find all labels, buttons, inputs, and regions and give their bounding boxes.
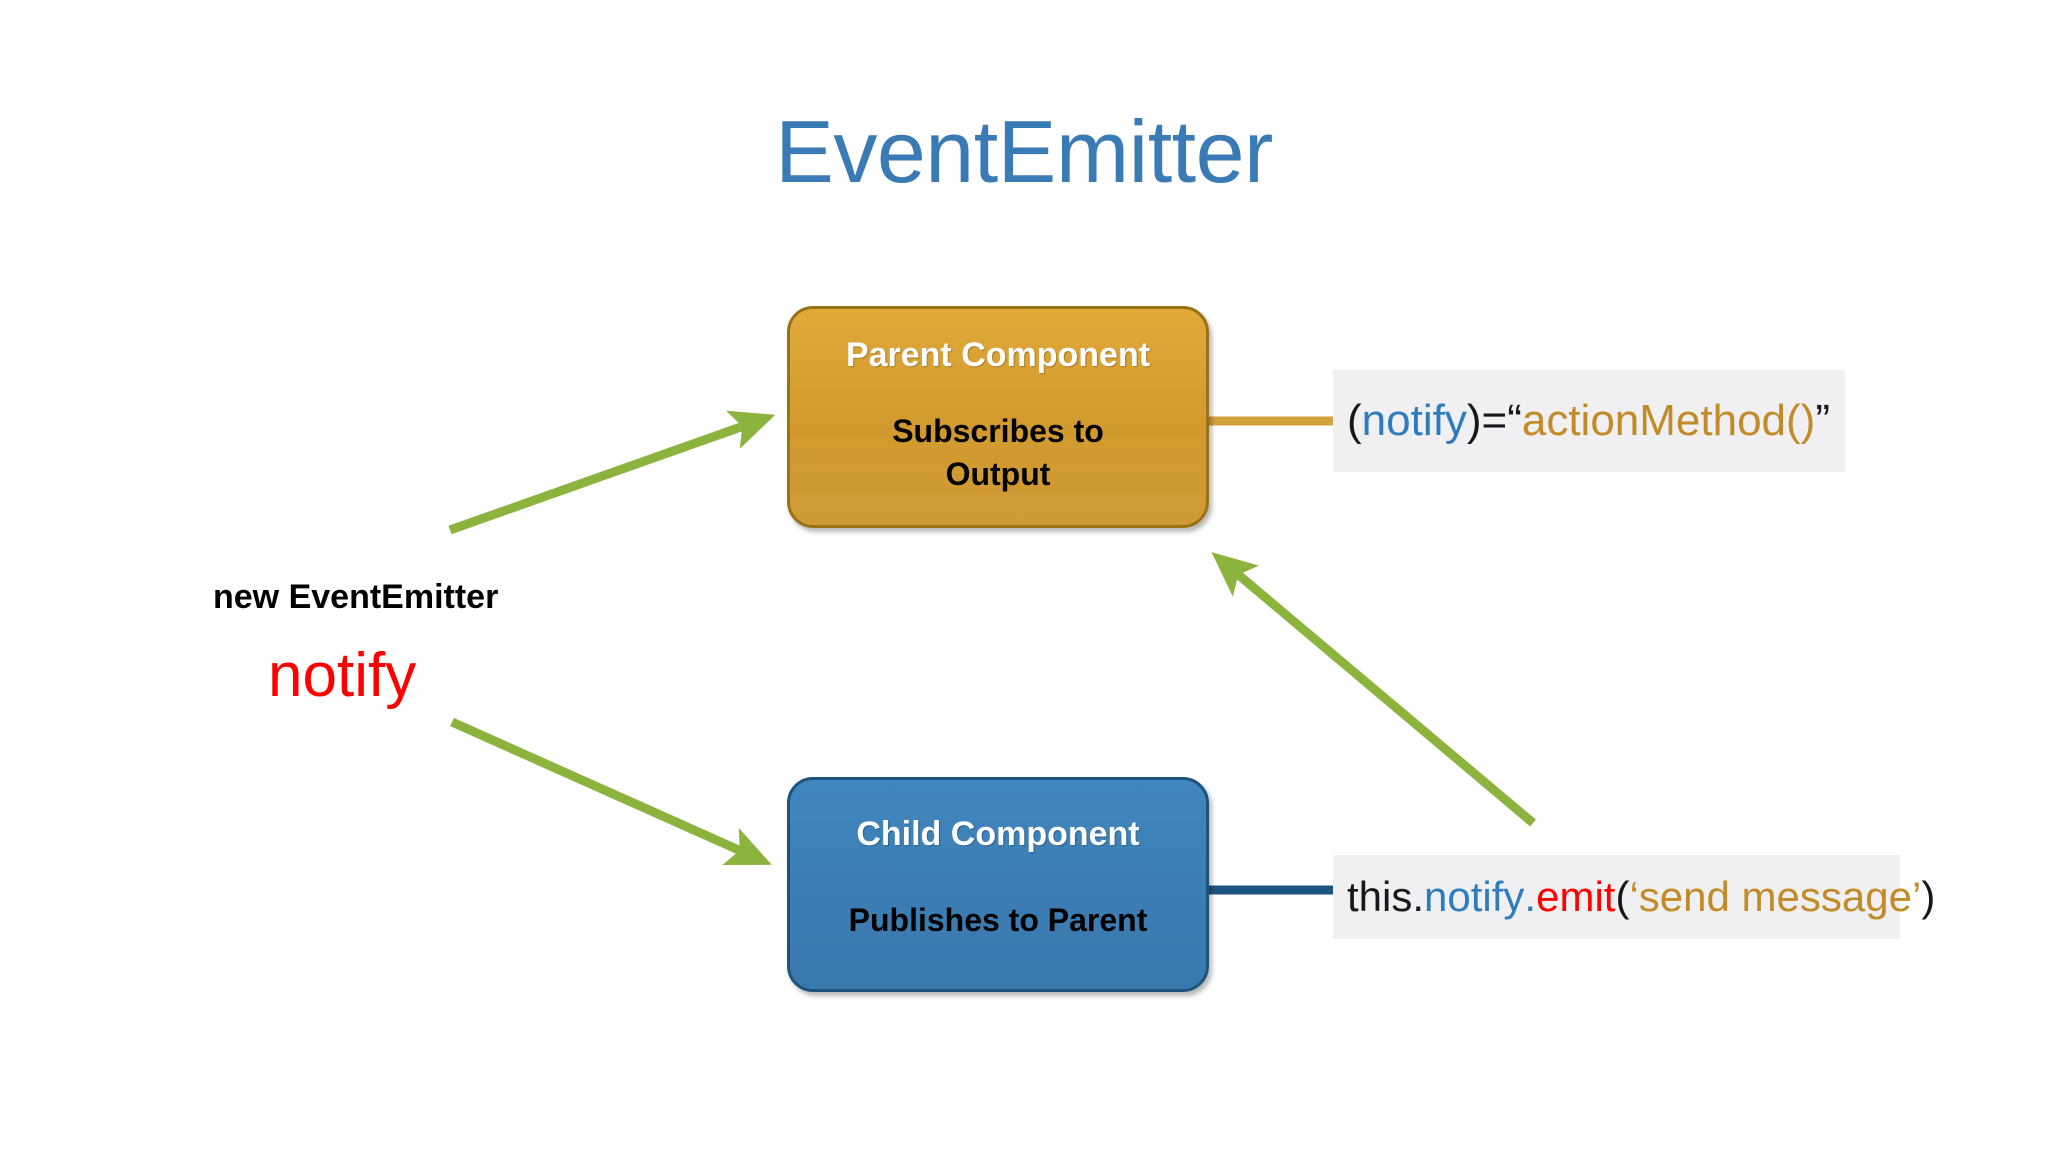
page-title: EventEmitter [775,102,1273,201]
code-handler-name: actionMethod() [1521,396,1816,445]
notify-label: notify [268,641,417,710]
code-binding-name: notify [1361,396,1467,445]
code-method-name: emit [1536,873,1616,920]
parent-component-box[interactable]: Parent Component Subscribes to Output [787,306,1209,528]
code-close-quote: ” [1815,396,1830,445]
code-emit-open-paren: ( [1615,873,1630,920]
code-equals: = [1481,396,1508,445]
code-dot-2: . [1524,873,1537,920]
code-arg-open-quote: ‘ [1629,873,1639,920]
new-eventemitter-label: new EventEmitter [213,578,499,616]
code-dot-1: . [1412,873,1425,920]
code-emit-close-paren: ) [1921,873,1936,920]
arrow-emitter-to-child [450,717,772,865]
code-open-quote: “ [1507,396,1522,445]
parent-component-subtitle: Subscribes to Output [892,410,1104,494]
code-arg-close-quote: ’ [1911,873,1922,920]
parent-subtitle-line-2: Output [945,455,1051,492]
parent-component-title: Parent Component [845,336,1151,374]
code-close-paren: ) [1466,396,1482,445]
code-property-name: notify [1424,873,1525,920]
code-argument: send message [1638,873,1912,920]
code-open-paren: ( [1347,396,1362,445]
child-component-title: Child Component [856,815,1140,853]
child-emit-code-box[interactable]: this.notify.emit(‘send message’) [1333,855,1935,939]
child-component-subtitle: Publishes to Parent [848,902,1148,939]
code-this-keyword: this [1347,873,1413,920]
parent-subtitle-line-1: Subscribes to [892,413,1104,450]
parent-binding-code-box[interactable]: (notify)=“actionMethod()” [1333,370,1845,472]
arrow-emitter-to-parent [448,410,776,535]
child-component-box[interactable]: Child Component Publishes to Parent [787,777,1209,992]
arrow-emit-to-parent [1211,552,1536,827]
